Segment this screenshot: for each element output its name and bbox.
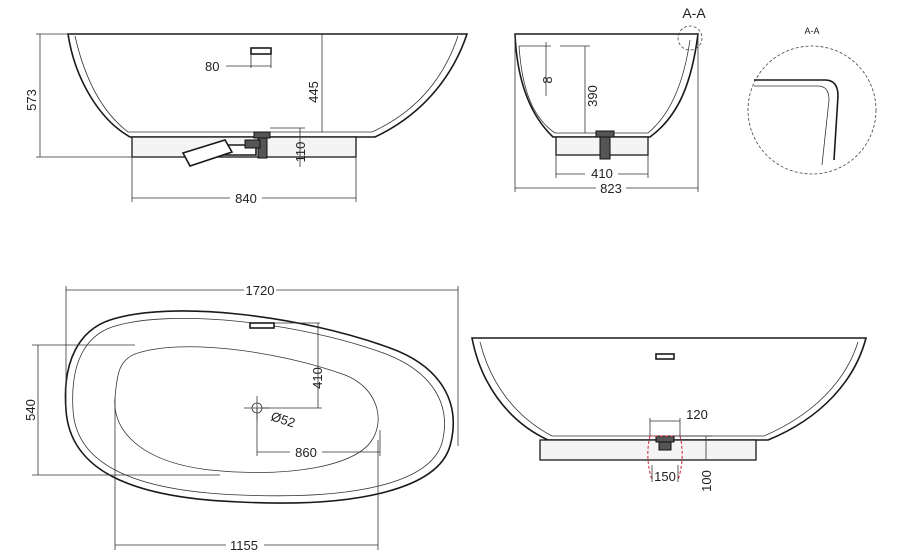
side-drain-assembly (595, 130, 615, 160)
rear-view: 120 100 150 (471, 337, 868, 492)
rear-tub-base (539, 439, 757, 461)
front-tub-shell (67, 33, 469, 138)
dim-840: 840 (235, 191, 257, 206)
detail-rim-inner (754, 85, 830, 166)
section-label-A-A: A-A (682, 5, 706, 21)
front-tub-inner-line (74, 35, 459, 133)
top-tub-rim (72, 318, 445, 497)
side-tub-shell (514, 33, 699, 138)
dim-80: 80 (205, 59, 219, 74)
dim-diameter-52: Ø52 (269, 409, 297, 431)
side-view: A-A 823 410 8 390 (514, 5, 706, 196)
dim-410-top: 410 (310, 367, 325, 389)
dim-150: 150 (654, 469, 676, 484)
dim-8: 8 (540, 76, 555, 83)
top-view: 1720 540 410 Ø52 860 1155 (23, 283, 459, 553)
dim-100: 100 (699, 470, 714, 492)
dim-445: 445 (306, 81, 321, 103)
front-drain-assembly (181, 131, 271, 167)
top-tub-outer (64, 310, 454, 504)
dim-573: 573 (24, 89, 39, 111)
dim-823: 823 (600, 181, 622, 196)
dim-540: 540 (23, 399, 38, 421)
top-overflow (249, 322, 275, 329)
dim-1155: 1155 (230, 538, 258, 553)
front-view: 573 445 80 110 840 (24, 33, 469, 206)
rear-drain-assembly (655, 435, 675, 451)
detail-rim-outer (754, 79, 839, 161)
dim-1720: 1720 (246, 283, 275, 298)
dim-390: 390 (585, 85, 600, 107)
detail-label: A-A (804, 26, 819, 36)
front-overflow (250, 47, 272, 55)
dim-110: 110 (293, 142, 308, 163)
detail-circle (747, 45, 877, 175)
rear-tub-shell (471, 337, 868, 441)
dim-410-side: 410 (591, 166, 613, 181)
dim-860: 860 (295, 445, 317, 460)
rear-overflow (655, 353, 675, 360)
dim-120: 120 (686, 407, 708, 422)
section-marker-circle (677, 25, 703, 51)
detail-view: A-A (747, 26, 877, 175)
